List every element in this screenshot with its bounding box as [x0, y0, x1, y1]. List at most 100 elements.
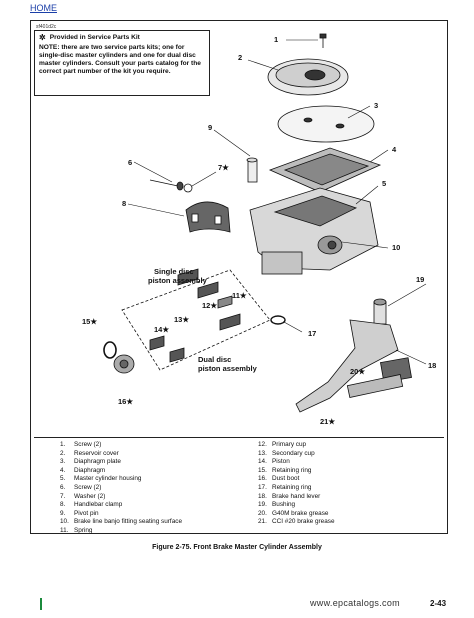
callout-7: 7★: [218, 163, 230, 172]
legend-item-text: Reservoir cover: [74, 449, 119, 457]
home-link[interactable]: HOME: [30, 3, 57, 13]
dust-boot-part: [113, 354, 135, 374]
legend-item: 15. Retaining ring: [258, 467, 335, 476]
legend-item: 2. Reservoir cover: [60, 450, 182, 459]
callout-2: 2: [238, 53, 242, 62]
screw-washer-part: [149, 179, 193, 193]
legend-item-text: CCI #20 brake grease: [272, 518, 335, 526]
reservoir-cover-part: [267, 58, 349, 96]
legend-item-number: 7.: [60, 492, 66, 500]
legend-item-number: 12.: [258, 441, 267, 448]
kit-note: NOTE: there are two service parts kits; …: [39, 44, 201, 75]
star-icon: ✲: [39, 33, 46, 42]
legend-item-text: Primary cup: [272, 441, 307, 448]
screw-part: [319, 33, 327, 48]
legend-item-text: Bushing: [272, 501, 296, 509]
figure-id: sf401d2c: [36, 24, 57, 30]
dual-disc-piston-assembly: [149, 313, 241, 363]
kit-title-text: Provided in Service Parts Kit: [49, 34, 140, 41]
legend-item-number: 8.: [60, 501, 66, 509]
figure-frame: [30, 20, 448, 534]
callout-20: 20★: [350, 367, 366, 376]
callout-15: 15★: [82, 317, 98, 326]
legend-item: 14. Piston: [258, 458, 335, 467]
legend-item-number: 10.: [60, 518, 69, 526]
figure-caption: Figure 2-75. Front Brake Master Cylinder…: [152, 544, 322, 551]
legend-item-number: 2.: [60, 449, 66, 457]
callout-14: 14★: [154, 325, 170, 334]
legend-item-number: 19.: [258, 501, 267, 509]
callout-9: 9: [208, 123, 212, 132]
legend-item-number: 13.: [258, 449, 267, 457]
callout-11: 11★: [232, 291, 248, 300]
legend-item: 19. Bushing: [258, 501, 335, 510]
legend-item: 20. G40M brake grease: [258, 510, 335, 519]
legend-item-text: Master cylinder housing: [74, 475, 142, 483]
legend-item: 5.Master cylinder housing: [60, 475, 182, 484]
legend-item-number: 18.: [258, 492, 267, 500]
legend-item: 9.Pivot pin: [60, 510, 182, 519]
legend-item-text: Spring: [74, 526, 93, 534]
callout-21: 21★: [320, 417, 336, 426]
callout-1: 1: [274, 35, 278, 44]
legend-item-text: Retaining ring: [272, 466, 312, 474]
callout-10: 10: [392, 243, 400, 252]
cci20-grease-packet: [346, 374, 404, 398]
legend-item-text: Handlebar clamp: [74, 501, 123, 509]
legend-item: 17. Retaining ring: [258, 484, 335, 493]
legend-item-number: 4.: [60, 466, 66, 474]
legend-item-number: 1.: [60, 441, 66, 448]
diaphragm-plate-part: [277, 105, 375, 143]
legend-item: 21. CCI #20 brake grease: [258, 518, 335, 527]
legend-item-number: 17.: [258, 483, 267, 491]
page-marker: [40, 598, 42, 610]
legend-item-number: 14.: [258, 458, 267, 466]
legend-item-number: 15.: [258, 466, 267, 474]
callout-17: 17: [308, 329, 316, 338]
callout-13: 13★: [174, 315, 190, 324]
master-cylinder-housing-part: [249, 187, 379, 275]
legend-divider: [34, 437, 444, 438]
brake-hand-lever-part: [295, 319, 399, 413]
single-disc-piston-assembly: [177, 268, 233, 309]
legend-item: 10.Brake line banjo fitting seating surf…: [60, 518, 182, 527]
callout-18: 18: [428, 361, 436, 370]
legend-item-text: Dust boot: [272, 475, 300, 483]
legend-item: 4. Diaphragm: [60, 467, 182, 476]
legend-item-text: Diaphragm plate: [74, 458, 121, 466]
legend-item-text: Diaphragm: [74, 466, 106, 474]
legend-item: 3. Diaphragm plate: [60, 458, 182, 467]
kit-title: ✲ Provided in Service Parts Kit: [39, 34, 205, 42]
bushing-part: [373, 298, 387, 325]
legend-item-text: Washer (2): [74, 492, 106, 500]
legend-item-text: Piston: [272, 458, 290, 466]
retaining-ring-part: [103, 341, 117, 359]
callout-5: 5: [382, 179, 386, 188]
legend-item-text: Screw (2): [74, 483, 102, 491]
legend-item-number: 3.: [60, 458, 66, 466]
legend-item-number: 16.: [258, 475, 267, 483]
legend-item: 8. Handlebar clamp: [60, 501, 182, 510]
legend-item-number: 6.: [60, 483, 66, 491]
callout-12: 12★: [202, 301, 218, 310]
legend-item: 1.Screw (2): [60, 441, 182, 450]
legend-item-number: 21.: [258, 518, 267, 526]
legend-item-text: G40M brake grease: [272, 509, 329, 517]
page-number: 2-43: [430, 599, 447, 608]
legend-item-number: 20.: [258, 509, 267, 517]
callout-19: 19: [416, 275, 424, 284]
legend-item-text: Retaining ring: [272, 483, 312, 491]
exploded-diagram: 1 2 3 4 5 6 7★ 8 9 10 11★ 12★ 13★ 14★ 15…: [82, 33, 436, 426]
callout-8: 8: [122, 199, 126, 208]
legend-item: 11. Spring: [60, 527, 182, 536]
diaphragm-part: [268, 147, 382, 193]
legend-item: 7. Washer (2): [60, 493, 182, 502]
legend-item-number: 11.: [60, 526, 69, 534]
legend-item-text: Secondary cup: [272, 449, 315, 457]
legend-item: 18.Brake hand lever: [258, 493, 335, 502]
pivot-pin-part: [246, 157, 258, 183]
